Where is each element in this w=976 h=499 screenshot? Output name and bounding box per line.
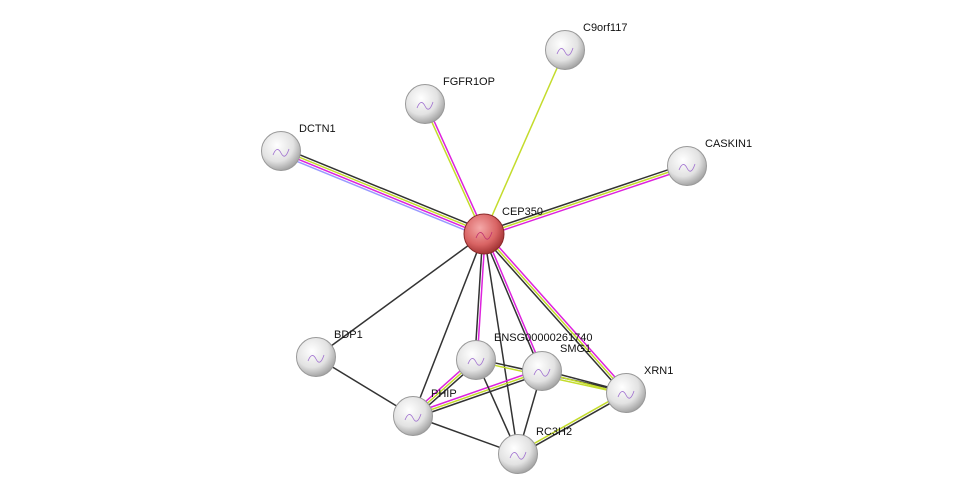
node-BDP1[interactable]: BDP1 bbox=[296, 329, 363, 377]
edge-evidence-textmining bbox=[483, 165, 688, 235]
node-label: FGFR1OP bbox=[443, 76, 495, 88]
edge-evidence-cooccurrence bbox=[279, 153, 483, 239]
node-sphere[interactable] bbox=[545, 30, 585, 70]
node-FGFR1OP[interactable]: FGFR1OP bbox=[405, 76, 495, 124]
edge-XRN1-RC3H2[interactable] bbox=[517, 391, 627, 456]
edge-evidence-textmining bbox=[483, 49, 566, 235]
node-CASKIN1[interactable]: CASKIN1 bbox=[667, 138, 753, 186]
edge-evidence-experiments bbox=[484, 167, 689, 237]
edge-evidence-experiments bbox=[484, 233, 544, 371]
node-sphere[interactable] bbox=[405, 84, 445, 124]
node-sphere[interactable] bbox=[498, 434, 538, 474]
protein-structure-icon bbox=[416, 101, 434, 110]
edge-evidence-coexpression bbox=[518, 393, 627, 456]
edge-evidence-textmining bbox=[517, 391, 626, 454]
node-label: XRN1 bbox=[644, 365, 673, 377]
edge-CEP350-ENSG00000261740[interactable] bbox=[474, 233, 486, 361]
node-sphere[interactable] bbox=[667, 146, 707, 186]
edge-CEP350-FGFR1OP[interactable] bbox=[423, 103, 486, 235]
edge-evidence-coexpression bbox=[483, 233, 519, 455]
node-label: ENSG00000261740 bbox=[494, 332, 592, 344]
edge-CEP350-XRN1[interactable] bbox=[481, 231, 629, 396]
node-label: PHIP bbox=[431, 388, 457, 400]
edge-evidence-coexpression bbox=[412, 233, 485, 417]
edge-evidence-experiments bbox=[425, 103, 486, 234]
node-label: CEP350 bbox=[502, 206, 543, 218]
edge-evidence-coexpression bbox=[315, 233, 485, 358]
protein-structure-icon bbox=[404, 413, 422, 422]
edge-CEP350-C9orf117[interactable] bbox=[483, 49, 566, 235]
protein-structure-icon bbox=[533, 368, 551, 377]
edge-evidence-experiments bbox=[476, 234, 486, 361]
edge-CEP350-BDP1[interactable] bbox=[315, 233, 485, 358]
node-sphere[interactable] bbox=[522, 351, 562, 391]
protein-structure-icon bbox=[467, 357, 485, 366]
node-label: RC3H2 bbox=[536, 426, 572, 438]
edge-evidence-coexpression bbox=[282, 146, 486, 232]
node-PHIP[interactable]: PHIP bbox=[393, 388, 457, 436]
node-label: CASKIN1 bbox=[705, 138, 752, 150]
node-label: SMG1 bbox=[560, 343, 591, 355]
edge-evidence-coexpression bbox=[481, 235, 625, 396]
edge-evidence-coexpression bbox=[474, 233, 484, 360]
edge-evidence-experiments bbox=[280, 151, 484, 236]
edge-CEP350-PHIP[interactable] bbox=[412, 233, 485, 417]
node-sphere[interactable] bbox=[606, 373, 646, 413]
node-C9orf117[interactable]: C9orf117 bbox=[545, 22, 628, 70]
protein-structure-icon bbox=[617, 390, 635, 399]
node-ENSG00000261740[interactable]: ENSG00000261740 bbox=[456, 332, 593, 380]
node-SMG1[interactable]: SMG1 bbox=[522, 343, 592, 391]
edge-CEP350-RC3H2[interactable] bbox=[483, 233, 519, 455]
protein-structure-icon bbox=[556, 47, 574, 56]
edge-evidence-textmining bbox=[423, 104, 484, 235]
edge-evidence-coexpression bbox=[413, 372, 544, 419]
node-label: DCTN1 bbox=[299, 123, 336, 135]
edge-CEP350-SMG1[interactable] bbox=[482, 233, 544, 372]
node-DCTN1[interactable]: DCTN1 bbox=[261, 123, 336, 171]
node-RC3H2[interactable]: RC3H2 bbox=[498, 426, 573, 474]
edge-evidence-experiments bbox=[411, 368, 542, 415]
edge-CEP350-CASKIN1[interactable] bbox=[482, 163, 689, 237]
protein-structure-icon bbox=[475, 231, 493, 240]
node-sphere[interactable] bbox=[393, 396, 433, 436]
edge-evidence-coexpression bbox=[482, 163, 687, 233]
edge-evidence-coexpression bbox=[482, 234, 542, 372]
node-XRN1[interactable]: XRN1 bbox=[606, 365, 674, 413]
edge-PHIP-SMG1[interactable] bbox=[411, 368, 544, 419]
node-sphere[interactable] bbox=[456, 340, 496, 380]
node-label: BDP1 bbox=[334, 329, 363, 341]
edge-CEP350-DCTN1[interactable] bbox=[279, 146, 486, 239]
protein-structure-icon bbox=[509, 451, 527, 460]
edge-evidence-textmining bbox=[412, 370, 543, 417]
protein-structure-icon bbox=[272, 148, 290, 157]
node-sphere[interactable] bbox=[463, 213, 505, 255]
edge-evidence-textmining bbox=[483, 233, 627, 394]
node-sphere[interactable] bbox=[261, 131, 301, 171]
protein-structure-icon bbox=[678, 163, 696, 172]
edge-evidence-experiments bbox=[485, 231, 629, 392]
node-CEP350[interactable]: CEP350 bbox=[463, 206, 543, 255]
edge-evidence-textmining bbox=[281, 149, 485, 234]
protein-structure-icon bbox=[307, 354, 325, 363]
node-sphere[interactable] bbox=[296, 337, 336, 377]
node-label: C9orf117 bbox=[583, 22, 627, 34]
